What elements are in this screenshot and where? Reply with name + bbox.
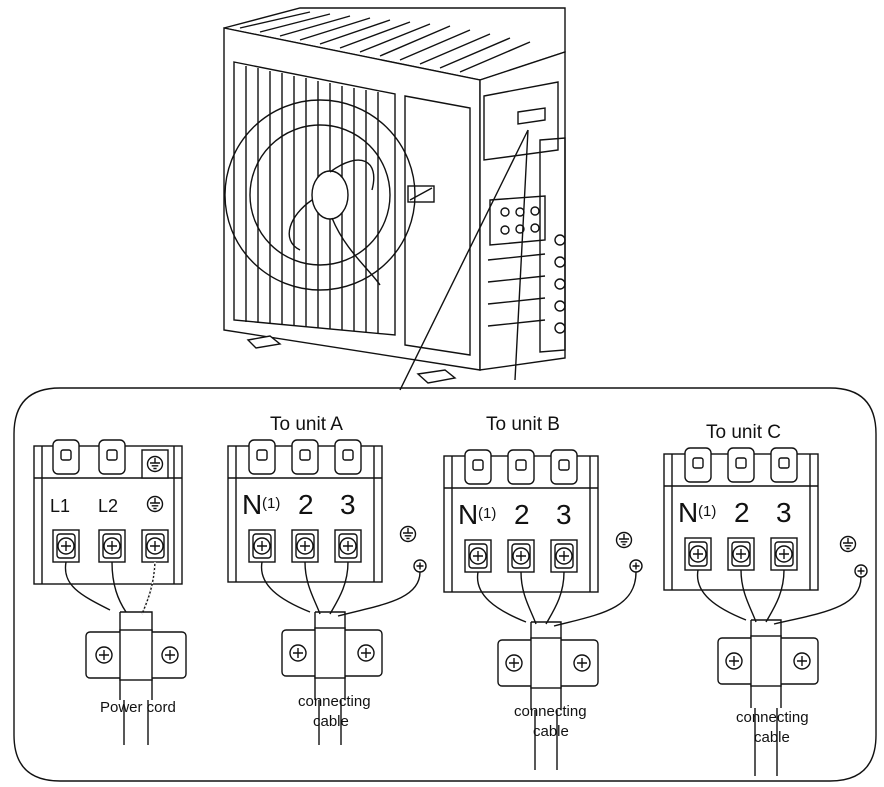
cable-label-line2: cable bbox=[313, 713, 349, 730]
terminal-3: 3 bbox=[556, 499, 572, 530]
ground-symbol-icon bbox=[839, 535, 857, 553]
outdoor-unit-illustration bbox=[223, 7, 566, 391]
unit-block-c: To unit C N (1) 2 3 connecting cable bbox=[663, 422, 868, 776]
terminal-3: 3 bbox=[340, 489, 356, 520]
terminal-2: 2 bbox=[734, 497, 750, 528]
terminal-n: N bbox=[678, 497, 698, 528]
terminal-2: 2 bbox=[298, 489, 314, 520]
unit-block-a: To unit A N (1) 2 3 connecting cable bbox=[227, 414, 427, 745]
terminal-label-l1: L1 bbox=[50, 496, 70, 516]
unit-title: To unit A bbox=[270, 414, 343, 435]
terminal-3: 3 bbox=[776, 497, 792, 528]
power-terminal-block: L1 L2 Power cord bbox=[33, 439, 187, 745]
terminal-n-sup: (1) bbox=[262, 495, 280, 512]
terminal-n-sup: (1) bbox=[478, 505, 496, 522]
cable-label-line1: connecting bbox=[298, 693, 371, 710]
cable-label-line2: cable bbox=[533, 723, 569, 740]
unit-block-b: To unit B N (1) 2 3 connecting cable bbox=[443, 414, 643, 770]
screw-icon bbox=[52, 529, 80, 563]
terminal-n: N bbox=[242, 489, 262, 520]
power-cord-label: Power cord bbox=[100, 699, 176, 716]
ground-symbol-icon bbox=[146, 455, 164, 473]
terminal-n: N bbox=[458, 499, 478, 530]
cable-label-line2: cable bbox=[754, 729, 790, 746]
cable-label-line1: connecting bbox=[736, 709, 809, 726]
ground-symbol-icon bbox=[615, 531, 633, 549]
terminal-label-l2: L2 bbox=[98, 496, 118, 516]
unit-title: To unit C bbox=[706, 422, 781, 443]
detail-frame bbox=[13, 387, 877, 782]
ground-symbol-icon bbox=[399, 525, 417, 543]
cable-label-line1: connecting bbox=[514, 703, 587, 720]
terminal-n-sup: (1) bbox=[698, 503, 716, 520]
unit-title: To unit B bbox=[486, 414, 560, 435]
terminal-2: 2 bbox=[514, 499, 530, 530]
